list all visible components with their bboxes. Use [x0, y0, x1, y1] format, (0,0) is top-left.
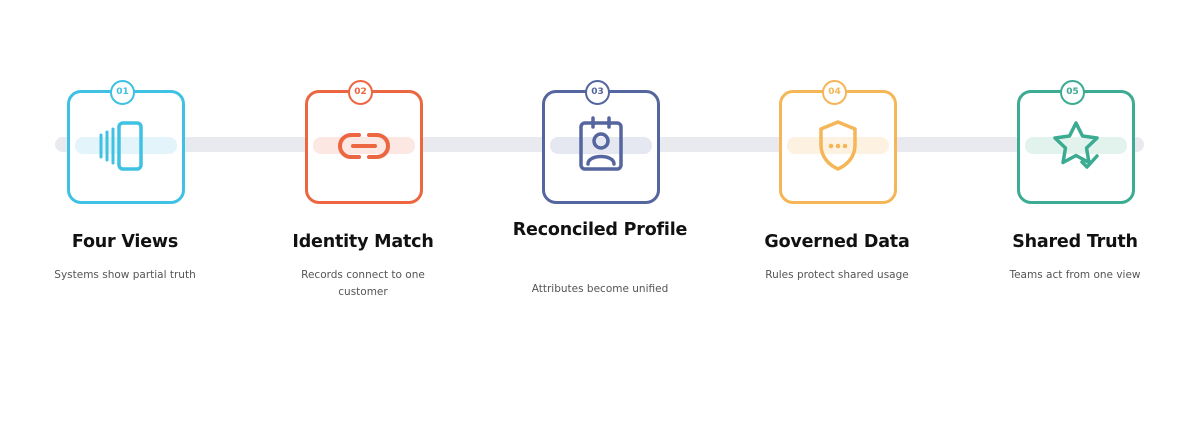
step-3-title: Reconciled Profile: [512, 220, 688, 240]
panels-icon: [99, 121, 143, 171]
link-icon: [338, 133, 390, 159]
step-5-title: Shared Truth: [1012, 232, 1138, 252]
step-1: 01 Four Views Systems show partial truth: [35, 0, 215, 445]
step-4-number: 04: [822, 80, 847, 105]
step-3-number: 03: [585, 80, 610, 105]
step-3: 03 Reconciled Profile Attributes become …: [510, 0, 690, 445]
step-3-band: [550, 137, 652, 154]
step-1-description: Systems show partial truth: [54, 269, 196, 281]
step-5-card: [1017, 90, 1135, 204]
star-check-icon: [1053, 121, 1099, 169]
step-2-number: 02: [348, 80, 373, 105]
step-1-number: 01: [110, 80, 135, 105]
step-2-title: Identity Match: [292, 232, 434, 252]
step-5-description: Teams act from one view: [1009, 269, 1141, 281]
step-3-description: Attributes become unified: [531, 283, 669, 295]
step-4-title: Governed Data: [764, 232, 910, 252]
step-2-card: [305, 90, 423, 204]
step-4-card: [779, 90, 897, 204]
step-2-description: Records connect to one customer: [301, 269, 425, 298]
step-5-number: 05: [1060, 80, 1085, 105]
step-3-card: [542, 90, 660, 204]
step-4-description: Rules protect shared usage: [765, 269, 909, 281]
step-1-title: Four Views: [71, 232, 179, 252]
step-1-card: [67, 90, 185, 204]
step-5: 05 Shared Truth Teams act from one view: [985, 0, 1165, 445]
step-4: 04 Governed Data Rules protect shared us…: [747, 0, 927, 445]
step-2: 02 Identity Match Records connect to one…: [273, 0, 453, 445]
shield-icon: [819, 120, 857, 171]
contact-badge-icon: [579, 116, 623, 171]
step-5-band: [1025, 137, 1127, 154]
